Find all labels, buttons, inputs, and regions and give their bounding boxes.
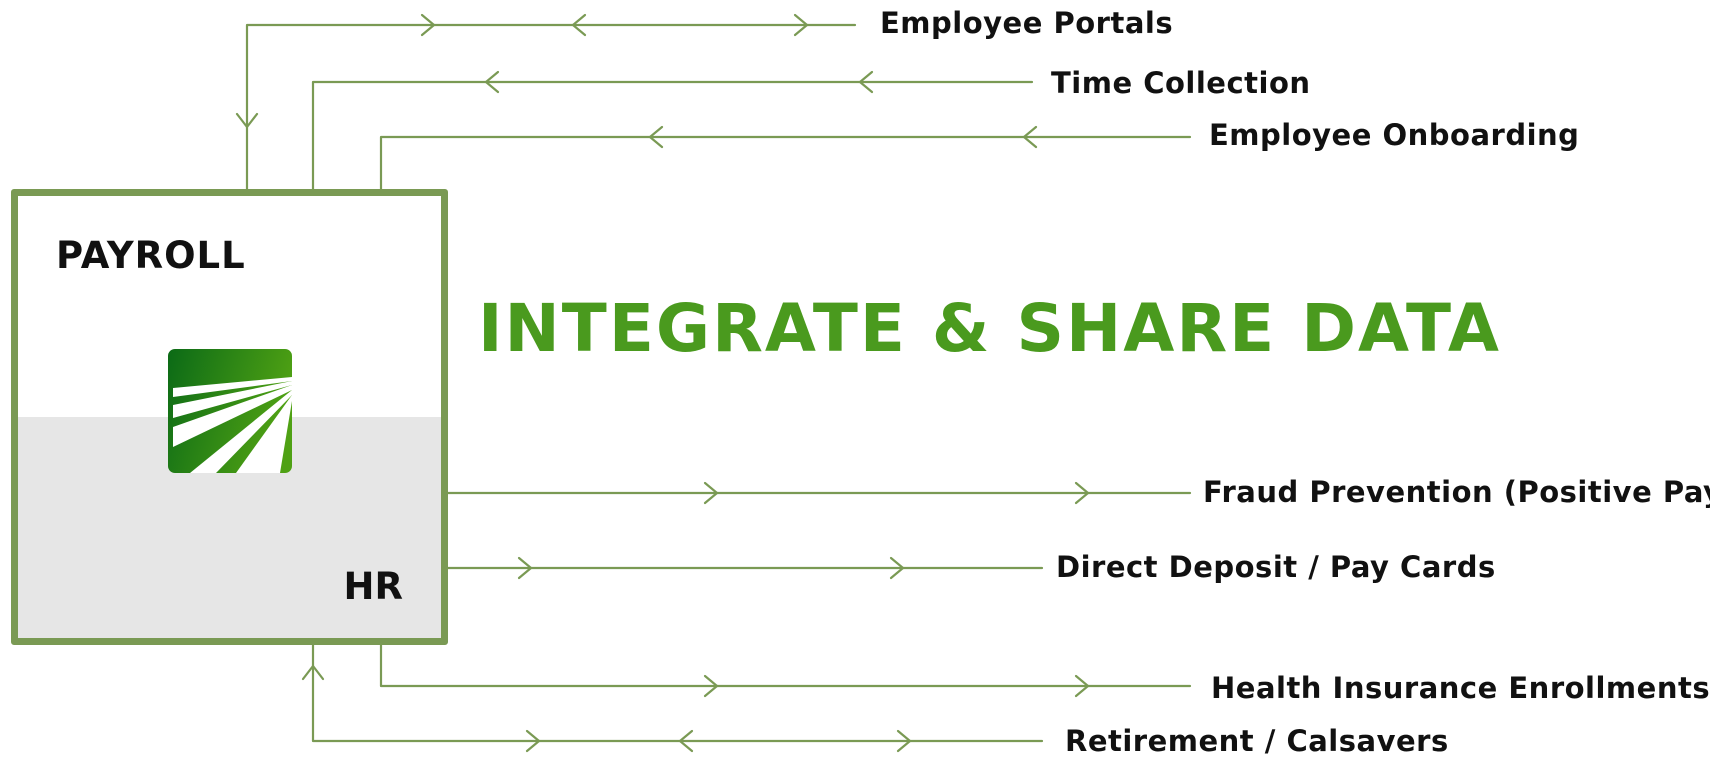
payroll-label: PAYROLL (56, 234, 246, 277)
arrow-right-icon (420, 13, 436, 37)
arrow-right-icon (793, 13, 809, 37)
arrow-right-icon (525, 729, 541, 753)
arrow-left-icon (571, 13, 587, 37)
connector-employee-onboarding (379, 135, 1192, 191)
arrow-down-icon (235, 112, 259, 129)
arrow-right-icon (1074, 674, 1090, 698)
arrow-right-icon (703, 674, 719, 698)
arrow-right-icon (1074, 481, 1090, 505)
label-fraud-prevention: Fraud Prevention (Positive Pay) (1203, 475, 1710, 509)
connector-employee-portals (245, 23, 857, 191)
connector-retirement (311, 636, 1044, 743)
label-employee-portals: Employee Portals (880, 6, 1174, 40)
headline: INTEGRATE & SHARE DATA (478, 290, 1501, 367)
arrow-right-icon (889, 556, 905, 580)
arrow-up-icon (301, 664, 325, 681)
hr-label: HR (343, 565, 403, 608)
connector-time-collection (311, 80, 1034, 191)
label-health-insurance: Health Insurance Enrollments (1211, 671, 1710, 705)
arrow-left-icon (484, 70, 500, 94)
label-time-collection: Time Collection (1051, 66, 1311, 100)
arrow-left-icon (1022, 125, 1038, 149)
arrow-right-icon (517, 556, 533, 580)
arrow-right-icon (703, 481, 719, 505)
arrow-left-icon (858, 70, 874, 94)
arrow-right-icon (896, 729, 912, 753)
arrow-left-icon (678, 729, 694, 753)
label-retirement: Retirement / Calsavers (1065, 724, 1449, 758)
arrow-left-icon (648, 125, 664, 149)
label-direct-deposit: Direct Deposit / Pay Cards (1056, 550, 1496, 584)
label-employee-onboarding: Employee Onboarding (1209, 118, 1580, 152)
sunrise-stripes-logo-icon (168, 349, 292, 473)
connector-health-insurance (379, 636, 1192, 688)
payroll-hr-box: PAYROLL HR (11, 189, 448, 645)
